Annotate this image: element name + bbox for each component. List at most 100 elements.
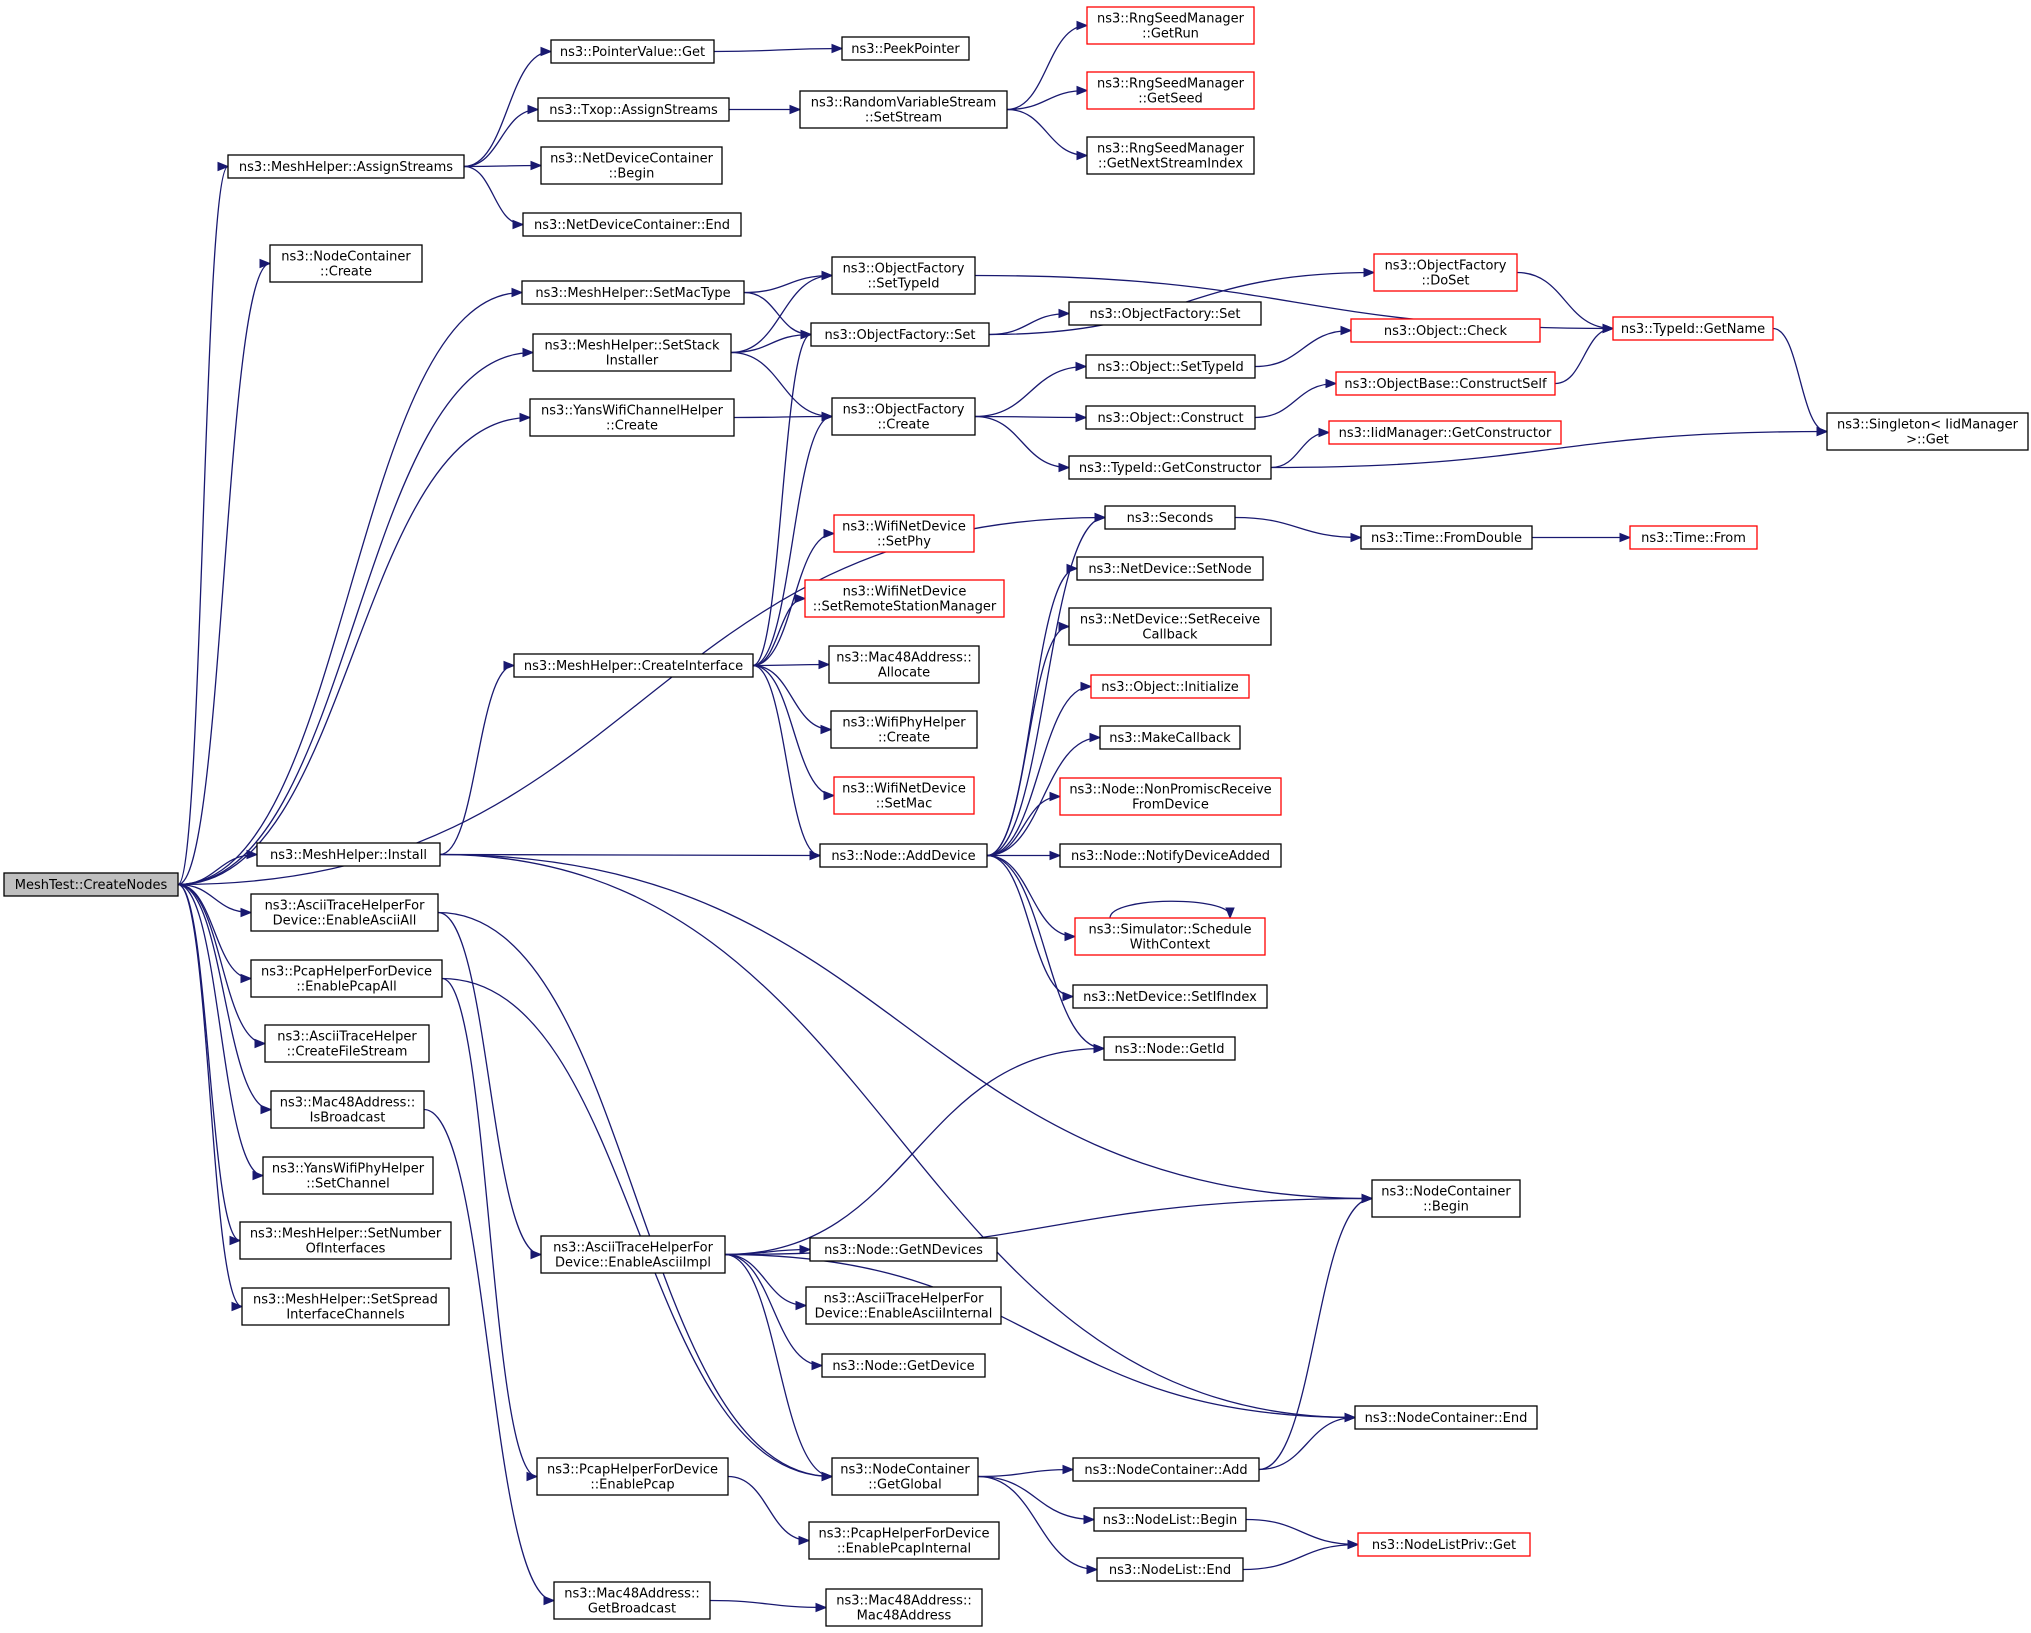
- node-box[interactable]: [264, 1024, 430, 1063]
- node-box[interactable]: [805, 1286, 1002, 1325]
- node-box[interactable]: [239, 1221, 452, 1260]
- node-box[interactable]: [1373, 253, 1518, 292]
- node-box[interactable]: [529, 398, 735, 437]
- node-box[interactable]: [810, 322, 990, 347]
- node-box[interactable]: [799, 90, 1008, 129]
- node-box[interactable]: [825, 1588, 983, 1627]
- node-setSpreadIf[interactable]: ns3::MeshHelper::SetSpreadInterfaceChann…: [241, 1287, 450, 1326]
- node-txopAssign[interactable]: ns3::Txop::AssignStreams: [537, 97, 730, 122]
- node-box[interactable]: [828, 645, 980, 684]
- node-rngNextStream[interactable]: ns3::RngSeedManager::GetNextStreamIndex: [1086, 136, 1255, 175]
- node-ofSet2[interactable]: ns3::ObjectFactory::Set: [1068, 301, 1262, 326]
- node-box[interactable]: [1059, 843, 1282, 868]
- node-ncBegin[interactable]: ns3::NodeContainer::Begin: [1371, 1179, 1521, 1218]
- node-objSetTypeId[interactable]: ns3::Object::SetTypeId: [1085, 354, 1256, 379]
- node-ncCreate[interactable]: ns3::NodeContainer::Create: [269, 244, 423, 283]
- node-box[interactable]: [1360, 525, 1533, 550]
- node-wndSetMac[interactable]: ns3::WifiNetDevice::SetMac: [833, 776, 975, 815]
- node-box[interactable]: [831, 256, 976, 295]
- node-enableAsciiInternal[interactable]: ns3::AsciiTraceHelperForDevice::EnableAs…: [805, 1286, 1002, 1325]
- node-makeCallback[interactable]: ns3::MakeCallback: [1099, 725, 1241, 750]
- node-ndcBegin[interactable]: ns3::NetDeviceContainer::Begin: [540, 146, 723, 185]
- node-enablePcapInternal[interactable]: ns3::PcapHelperForDevice::EnablePcapInte…: [808, 1521, 1000, 1560]
- node-setMacType[interactable]: ns3::MeshHelper::SetMacType: [521, 280, 745, 305]
- node-box[interactable]: [1090, 674, 1250, 699]
- node-nodeGetNDevices[interactable]: ns3::Node::GetNDevices: [809, 1237, 998, 1262]
- node-box[interactable]: [1074, 917, 1266, 956]
- node-objBaseConstruct[interactable]: ns3::ObjectBase::ConstructSelf: [1335, 371, 1556, 396]
- node-yansPhySetChannel[interactable]: ns3::YansWifiPhyHelper::SetChannel: [262, 1156, 434, 1195]
- node-isBroadcast[interactable]: ns3::Mac48Address::IsBroadcast: [270, 1090, 425, 1129]
- node-nodeGetDevice[interactable]: ns3::Node::GetDevice: [821, 1353, 986, 1378]
- node-box[interactable]: [250, 959, 443, 998]
- node-ncEnd[interactable]: ns3::NodeContainer::End: [1354, 1405, 1538, 1430]
- node-box[interactable]: [830, 710, 978, 749]
- node-box[interactable]: [1612, 316, 1774, 341]
- node-box[interactable]: [804, 579, 1005, 618]
- node-box[interactable]: [1068, 301, 1262, 326]
- node-box[interactable]: [227, 154, 465, 179]
- node-box[interactable]: [1328, 420, 1562, 445]
- node-box[interactable]: [831, 1457, 979, 1496]
- node-box[interactable]: [833, 514, 975, 553]
- node-createFileStream[interactable]: ns3::AsciiTraceHelper::CreateFileStream: [264, 1024, 430, 1063]
- node-assignStreams[interactable]: ns3::MeshHelper::AssignStreams: [227, 154, 465, 179]
- node-box[interactable]: [3, 872, 179, 897]
- node-box[interactable]: [1099, 725, 1241, 750]
- node-ncGetGlobal[interactable]: ns3::NodeContainer::GetGlobal: [831, 1457, 979, 1496]
- node-box[interactable]: [270, 1090, 425, 1129]
- node-box[interactable]: [550, 39, 715, 64]
- node-box[interactable]: [522, 212, 742, 237]
- node-box[interactable]: [809, 1237, 998, 1262]
- node-nodeGetId[interactable]: ns3::Node::GetId: [1103, 1036, 1236, 1061]
- node-box[interactable]: [1086, 136, 1255, 175]
- node-enablePcap[interactable]: ns3::PcapHelperForDevice::EnablePcap: [536, 1457, 729, 1496]
- node-objInitialize[interactable]: ns3::Object::Initialize: [1090, 674, 1250, 699]
- node-box[interactable]: [521, 280, 745, 305]
- node-box[interactable]: [1086, 6, 1255, 45]
- node-ofCreate[interactable]: ns3::ObjectFactory::Create: [831, 397, 976, 436]
- node-rvsSetStream[interactable]: ns3::RandomVariableStream::SetStream: [799, 90, 1008, 129]
- node-box[interactable]: [1096, 1557, 1244, 1582]
- node-box[interactable]: [540, 1235, 726, 1274]
- node-box[interactable]: [1629, 525, 1758, 550]
- node-root[interactable]: MeshTest::CreateNodes: [3, 872, 179, 897]
- node-nodeAddDevice[interactable]: ns3::Node::AddDevice: [819, 843, 988, 868]
- node-box[interactable]: [241, 1287, 450, 1326]
- node-box[interactable]: [269, 244, 423, 283]
- node-box[interactable]: [1085, 405, 1256, 430]
- node-box[interactable]: [250, 893, 439, 932]
- node-box[interactable]: [819, 843, 988, 868]
- node-box[interactable]: [553, 1581, 711, 1620]
- node-box[interactable]: [1072, 1457, 1260, 1482]
- node-box[interactable]: [1086, 71, 1255, 110]
- node-enableAsciiImpl[interactable]: ns3::AsciiTraceHelperForDevice::EnableAs…: [540, 1235, 726, 1274]
- node-yansChCreate[interactable]: ns3::YansWifiChannelHelper::Create: [529, 398, 735, 437]
- node-rngGetSeed[interactable]: ns3::RngSeedManager::GetSeed: [1086, 71, 1255, 110]
- node-enablePcapAll[interactable]: ns3::PcapHelperForDevice::EnablePcapAll: [250, 959, 443, 998]
- node-nlBegin[interactable]: ns3::NodeList::Begin: [1093, 1507, 1247, 1532]
- node-box[interactable]: [1371, 1179, 1521, 1218]
- node-nlPrivGet[interactable]: ns3::NodeListPriv::Get: [1357, 1532, 1531, 1557]
- node-box[interactable]: [1085, 354, 1256, 379]
- node-box[interactable]: [1093, 1507, 1247, 1532]
- node-box[interactable]: [1059, 777, 1282, 816]
- node-objConstruct[interactable]: ns3::Object::Construct: [1085, 405, 1256, 430]
- node-box[interactable]: [1350, 318, 1541, 343]
- node-box[interactable]: [841, 36, 970, 61]
- node-wndSetPhy[interactable]: ns3::WifiNetDevice::SetPhy: [833, 514, 975, 553]
- node-seconds[interactable]: ns3::Seconds: [1104, 505, 1236, 530]
- node-box[interactable]: [256, 842, 441, 867]
- node-box[interactable]: [1354, 1405, 1538, 1430]
- node-wndSetRsm[interactable]: ns3::WifiNetDevice::SetRemoteStationMana…: [804, 579, 1005, 618]
- node-macAllocate[interactable]: ns3::Mac48Address::Allocate: [828, 645, 980, 684]
- node-enableAsciiAll[interactable]: ns3::AsciiTraceHelperForDevice::EnableAs…: [250, 893, 439, 932]
- node-box[interactable]: [540, 146, 723, 185]
- node-box[interactable]: [513, 653, 754, 678]
- node-box[interactable]: [821, 1353, 986, 1378]
- node-box[interactable]: [537, 97, 730, 122]
- node-typeIdGetName[interactable]: ns3::TypeId::GetName: [1612, 316, 1774, 341]
- node-box[interactable]: [536, 1457, 729, 1496]
